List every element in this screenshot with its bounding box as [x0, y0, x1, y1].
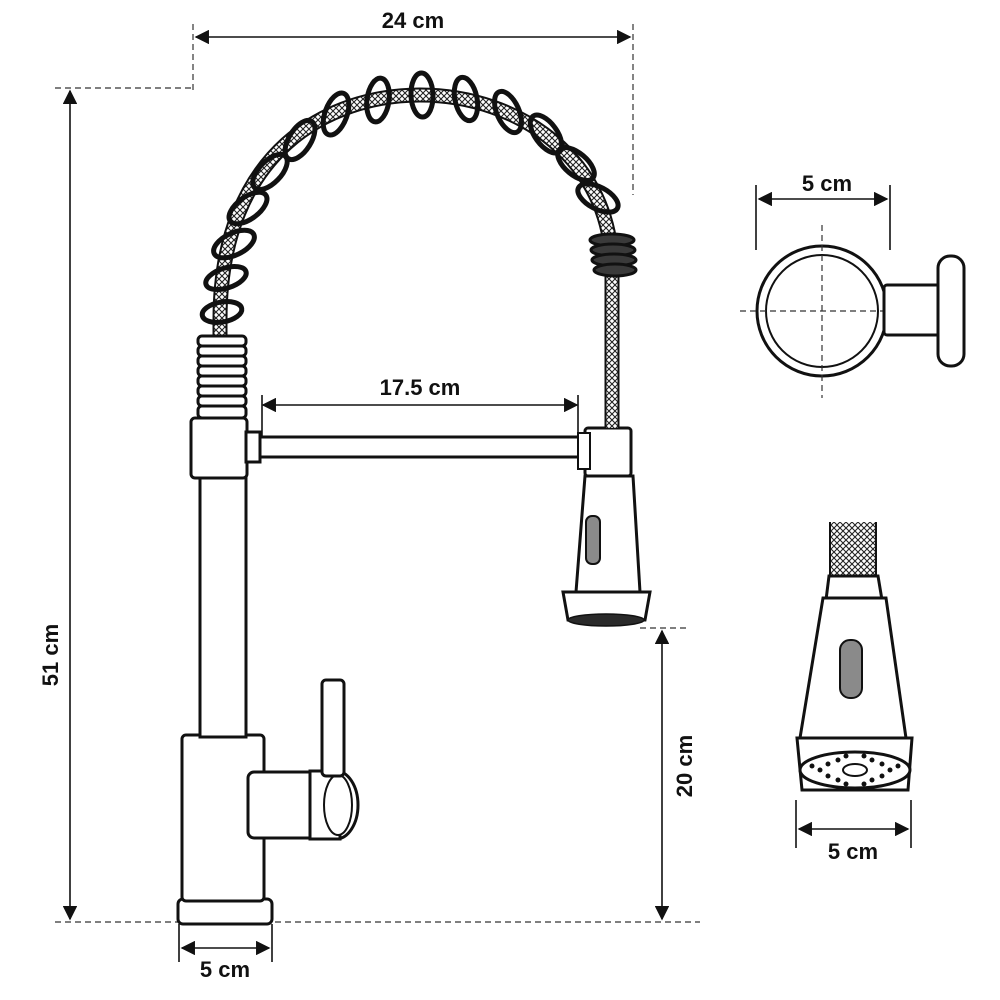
spray-head-detail	[795, 522, 914, 792]
faucet-body	[176, 416, 633, 926]
total-width-label: 24 cm	[382, 8, 444, 33]
top-view-diameter-label: 5 cm	[802, 171, 852, 196]
top-view-detail	[740, 225, 966, 398]
base-diameter-label: 5 cm	[200, 957, 250, 982]
spray-head	[561, 474, 652, 627]
spout-reach-label: 17.5 cm	[380, 375, 461, 400]
dimension-lines	[55, 24, 912, 962]
spray-head-diameter-label: 5 cm	[828, 839, 878, 864]
total-height-label: 51 cm	[38, 624, 63, 686]
spout-clearance-label: 20 cm	[672, 735, 697, 797]
spring-coil	[196, 70, 638, 428]
